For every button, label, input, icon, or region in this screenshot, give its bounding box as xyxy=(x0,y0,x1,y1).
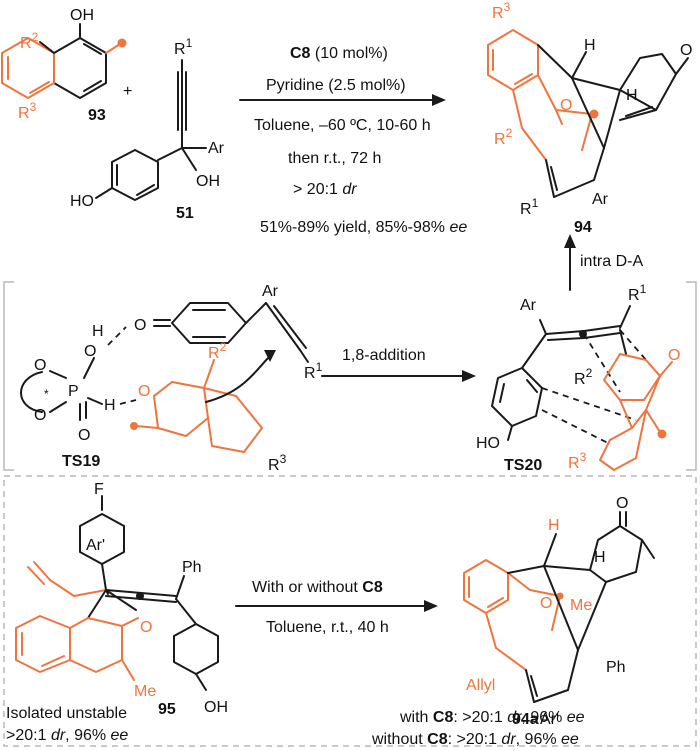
ts20-label: TS20 xyxy=(504,457,542,474)
addition-arrow xyxy=(321,370,476,382)
o-label: O xyxy=(78,427,90,444)
da-arrow xyxy=(564,234,576,291)
compound-label-94a: 94a xyxy=(512,711,539,728)
compound-label-51: 51 xyxy=(176,205,194,222)
phosphorus-label: P xyxy=(68,383,79,400)
bridge-o-label: O xyxy=(540,595,552,612)
h-label-1: H xyxy=(584,37,596,54)
ketone-o-label: O xyxy=(680,42,692,59)
plus-sign: + xyxy=(123,83,132,100)
ar-label: Ar xyxy=(520,297,537,314)
compound-93: OH R2 R3 93 xyxy=(1,7,127,124)
ar-label: Ar xyxy=(208,140,225,157)
additive-line: Pyridine (2.5 mol%) xyxy=(266,77,406,94)
me-label: Me xyxy=(134,683,156,700)
mechanism-frame xyxy=(3,281,697,471)
me-label: Me xyxy=(570,597,592,614)
o-label: O xyxy=(34,407,46,424)
ketone-o-label: O xyxy=(616,495,628,512)
then-line: then r.t., 72 h xyxy=(288,150,381,167)
ts20-structure: Ar R1 O R2 HO R3 TS20 xyxy=(476,282,680,474)
r1-label: R1 xyxy=(520,196,539,218)
bridge-o-label: O xyxy=(560,97,572,114)
r1-label: R1 xyxy=(304,360,323,382)
r3-label: R3 xyxy=(492,0,511,22)
reaction-arrow-bottom xyxy=(235,600,438,612)
result-without-catalyst: without C8: >20:1 dr, 96% ee xyxy=(371,731,579,748)
compound-94: R3 R2 R1 Ar H H O O 94 xyxy=(487,0,692,236)
bottom-conditions-line1: With or without C8 xyxy=(252,579,383,596)
bottom-panel-frame xyxy=(3,475,697,747)
compound-label-95: 95 xyxy=(158,701,176,718)
da-label: intra D-A xyxy=(580,253,643,270)
chiral-star: * xyxy=(44,387,49,401)
ph-label: Ph xyxy=(606,659,626,676)
o-label: O xyxy=(668,347,680,364)
o-label: O xyxy=(84,343,96,360)
ts19-label: TS19 xyxy=(62,453,100,470)
r2-label: R2 xyxy=(20,30,39,52)
phenol-label: HO xyxy=(476,435,500,452)
h-label: H xyxy=(92,323,104,340)
h-label-1: H xyxy=(548,517,560,534)
o-label: O xyxy=(138,383,150,400)
h-label-2: H xyxy=(594,549,606,566)
ar-prime-label: Ar' xyxy=(86,537,105,554)
h-label-2: H xyxy=(626,87,638,104)
compound-94a: O H H O Me Allyl Ph 94a Ar' xyxy=(463,495,655,728)
catalyst-line: C8 (10 mol%) xyxy=(290,45,388,62)
yield-line: 51%-89% yield, 85%-98% ee xyxy=(260,219,467,236)
compound-51: R1 Ar OH HO 51 xyxy=(70,36,225,222)
h-label: H xyxy=(104,397,116,414)
fluoro-label: F xyxy=(94,481,104,498)
phenol-label: HO xyxy=(70,193,94,210)
ar-prime-label: Ar' xyxy=(540,711,559,728)
bottom-conditions-line2: Toluene, r.t., 40 h xyxy=(266,619,389,636)
dr-line: > 20:1 dr xyxy=(293,181,357,198)
r1-label: R1 xyxy=(174,36,193,58)
r1-label: R1 xyxy=(628,282,647,304)
hydroxyl-label: OH xyxy=(70,7,94,24)
ph-label: Ph xyxy=(182,559,202,576)
compound-label-94: 94 xyxy=(574,219,592,236)
methyl-dot xyxy=(117,38,127,48)
r3-label: R3 xyxy=(268,452,287,474)
ts19-structure: O O P * O O H O Ar R1 H O R2 R3 TS19 xyxy=(20,283,323,474)
hydroxyl-label: OH xyxy=(196,173,220,190)
r2-label: R2 xyxy=(574,366,593,388)
oh-label: OH xyxy=(204,699,228,716)
addition-label: 1,8-addition xyxy=(342,347,426,364)
r3-label: R3 xyxy=(18,100,37,122)
r2-label: R2 xyxy=(494,126,513,148)
solvent-temp-line: Toluene, –60 ºC, 10-60 h xyxy=(254,117,431,134)
compound-95: F Ar' Ph O Me OH 95 Isolated unstable >2… xyxy=(6,481,228,744)
compound-label-93: 93 xyxy=(88,107,106,124)
ar-label: Ar xyxy=(262,283,279,300)
result-with-catalyst: with C8: >20:1 dr, 96% ee xyxy=(399,709,585,726)
isolated-note: Isolated unstable xyxy=(6,705,127,722)
reaction-arrow-top xyxy=(239,94,446,106)
isolated-selectivity: >20:1 dr, 96% ee xyxy=(6,727,128,744)
r2-label: R2 xyxy=(208,340,227,362)
ar-label: Ar xyxy=(592,191,609,208)
allyl-label: Allyl xyxy=(466,677,495,694)
r3-label: R3 xyxy=(568,450,587,472)
o-label: O xyxy=(134,317,146,334)
o-label: O xyxy=(34,357,46,374)
o-label: O xyxy=(140,619,152,636)
